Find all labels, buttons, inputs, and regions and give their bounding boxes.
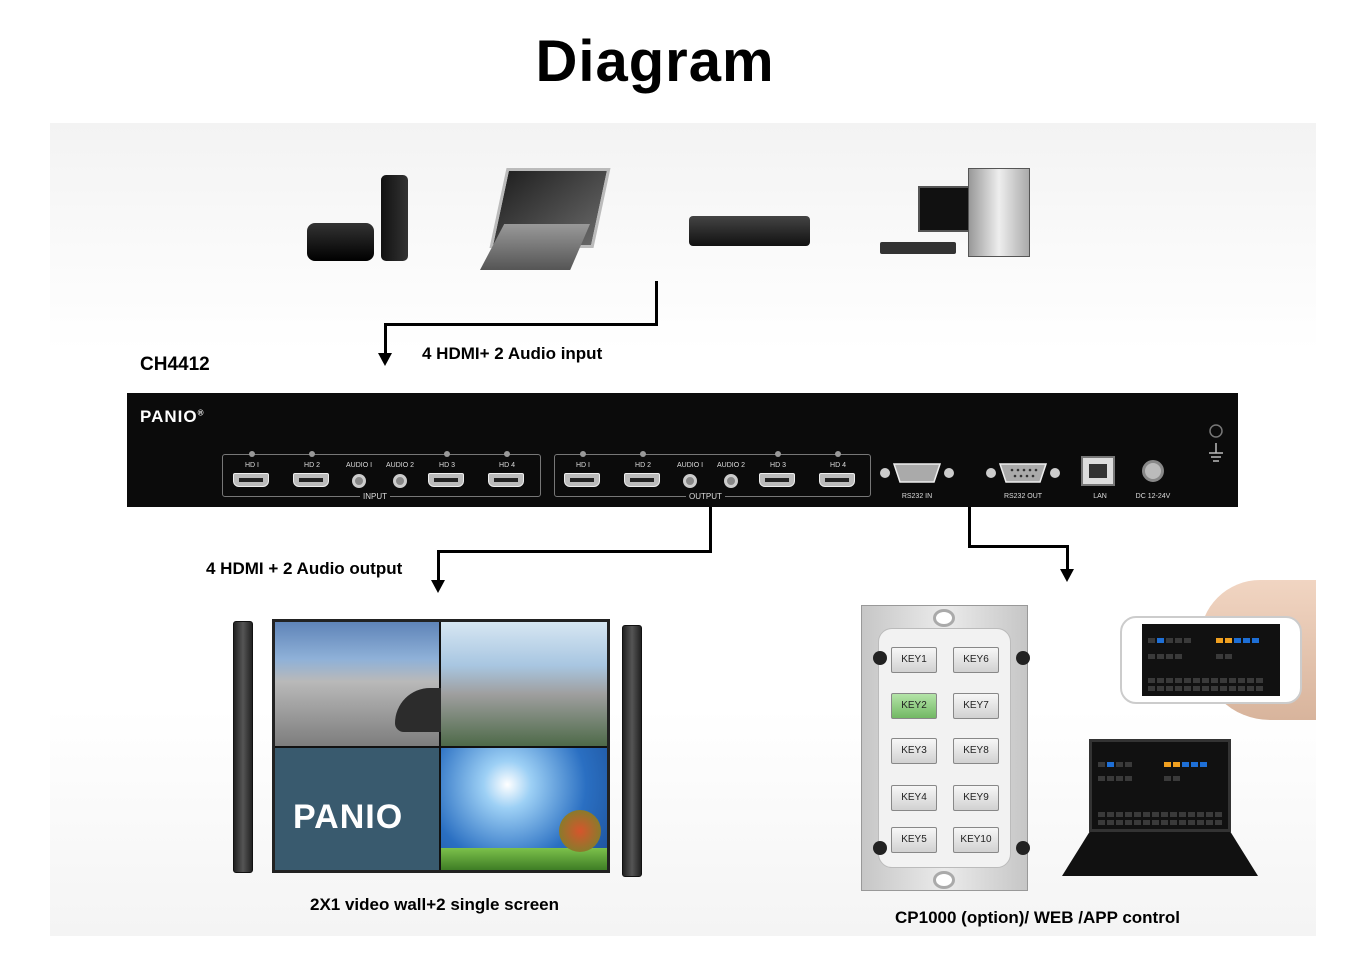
port-label: HD I	[245, 462, 259, 469]
audio-out-2-jack[interactable]	[724, 474, 738, 488]
port-label: DC 12-24V	[1135, 493, 1171, 500]
single-screen-right	[622, 625, 642, 877]
port-label: HD 4	[830, 462, 846, 469]
hdmi-out-4-port[interactable]	[819, 473, 855, 487]
ground-icon	[1209, 424, 1223, 462]
desktop-monitor-icon	[918, 186, 976, 232]
key-5-button[interactable]: KEY5	[891, 827, 937, 853]
port-label: HD 3	[439, 462, 455, 469]
wall-label: 2X1 video wall+2 single screen	[310, 895, 559, 914]
rs232-out-port[interactable]	[984, 461, 1062, 485]
key-4-button[interactable]: KEY4	[891, 785, 937, 811]
input-connector-line	[384, 323, 658, 326]
mount-hole-icon	[933, 871, 955, 889]
apple-tv-box-icon	[307, 223, 374, 261]
laptop-web-control	[1089, 739, 1231, 832]
output-connector-line	[437, 550, 440, 582]
pc-tower-icon	[968, 168, 1030, 257]
phone-app	[1120, 616, 1302, 704]
port-label: AUDIO I	[345, 462, 373, 469]
hdmi-in-3-port[interactable]	[428, 473, 464, 487]
port-label: HD I	[576, 462, 590, 469]
input-group-label: INPUT	[360, 492, 390, 501]
key-2-button[interactable]: KEY2	[891, 693, 937, 719]
hdmi-in-4-port[interactable]	[488, 473, 524, 487]
input-arrow-icon	[378, 353, 392, 366]
hdmi-out-2-port[interactable]	[624, 473, 660, 487]
key-9-button[interactable]: KEY9	[953, 785, 999, 811]
single-screen-left	[233, 621, 253, 873]
audio-in-2-jack[interactable]	[393, 474, 407, 488]
key-1-button[interactable]: KEY1	[891, 647, 937, 673]
matrix-device	[127, 393, 1238, 507]
audio-out-1-jack[interactable]	[683, 474, 697, 488]
port-label: HD 3	[770, 462, 786, 469]
output-label: 4 HDMI + 2 Audio output	[206, 559, 403, 578]
output-connector-line	[437, 550, 712, 553]
port-label: AUDIO I	[676, 462, 704, 469]
media-player-icon	[689, 216, 810, 246]
laptop-base-icon	[1062, 832, 1258, 876]
output-group-label: OUTPUT	[686, 492, 725, 501]
wall-logo: PANIO	[293, 798, 404, 836]
port-label: HD 4	[499, 462, 515, 469]
rs232-in-port[interactable]	[878, 461, 956, 485]
hdmi-out-1-port[interactable]	[564, 473, 600, 487]
key-6-button[interactable]: KEY6	[953, 647, 999, 673]
control-connector-line	[1066, 545, 1069, 571]
cp1000-control-panel: KEY1 KEY2 KEY3 KEY4 KEY5 KEY6 KEY7 KEY8 …	[861, 605, 1030, 891]
dc-power-jack[interactable]	[1142, 460, 1164, 482]
port-label: LAN	[1093, 493, 1107, 500]
wall-screen-3: PANIO	[275, 748, 439, 870]
input-connector-line	[655, 281, 658, 325]
output-connector-line	[709, 507, 712, 552]
device-model-label: CH4412	[140, 354, 210, 375]
control-connector-line	[968, 545, 1069, 548]
key-10-button[interactable]: KEY10	[953, 827, 999, 853]
lan-port[interactable]	[1081, 456, 1115, 486]
hdmi-in-2-port[interactable]	[293, 473, 329, 487]
remote-control-icon	[381, 175, 408, 261]
port-label: RS232 IN	[901, 493, 933, 500]
wall-screen-4	[441, 748, 607, 870]
keypad-plate: KEY1 KEY2 KEY3 KEY4 KEY5 KEY6 KEY7 KEY8 …	[873, 628, 1030, 868]
phone-app-screen	[1142, 624, 1280, 696]
port-label: HD 2	[635, 462, 651, 469]
wall-screen-1	[275, 622, 495, 746]
input-connector-line	[384, 323, 387, 355]
hdmi-in-1-port[interactable]	[233, 473, 269, 487]
port-label: AUDIO 2	[716, 462, 745, 469]
page-title: Diagram	[535, 29, 775, 94]
keyboard-icon	[880, 242, 956, 254]
port-label: HD 2	[304, 462, 320, 469]
key-7-button[interactable]: KEY7	[953, 693, 999, 719]
wall-screen-2	[441, 622, 607, 746]
tree-icon	[559, 810, 601, 852]
key-3-button[interactable]: KEY3	[891, 738, 937, 764]
hdmi-out-3-port[interactable]	[759, 473, 795, 487]
mount-hole-icon	[933, 609, 955, 627]
control-connector-line	[968, 507, 971, 548]
video-wall: PANIO	[272, 619, 610, 873]
key-8-button[interactable]: KEY8	[953, 738, 999, 764]
output-arrow-icon	[431, 580, 445, 593]
port-label: AUDIO 2	[385, 462, 414, 469]
control-arrow-icon	[1060, 569, 1074, 582]
audio-in-1-jack[interactable]	[352, 474, 366, 488]
device-brand: PANIO®	[140, 407, 205, 426]
port-label: RS232 OUT	[1003, 493, 1043, 500]
input-label: 4 HDMI+ 2 Audio input	[422, 344, 603, 363]
control-label: CP1000 (option)/ WEB /APP control	[895, 908, 1180, 927]
